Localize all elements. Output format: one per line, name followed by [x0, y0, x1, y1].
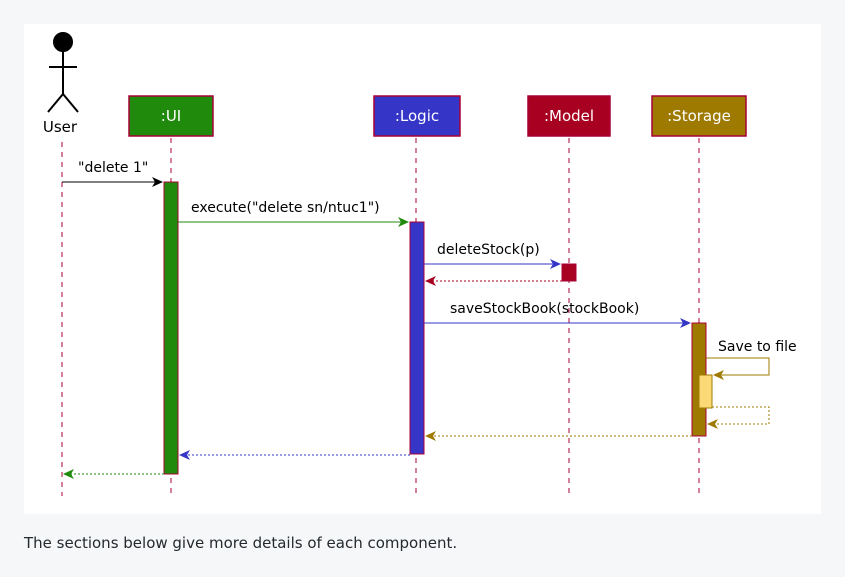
message-execute: execute("delete sn/ntuc1") — [178, 200, 409, 227]
message-save-to-file-label: Save to file — [718, 339, 797, 355]
participant-storage: :Storage — [651, 95, 747, 137]
message-ui-return — [63, 469, 164, 479]
message-delete-command-label: "delete 1" — [78, 160, 148, 176]
logic-activation-bar — [409, 221, 425, 455]
message-delete-command: "delete 1" — [62, 160, 163, 187]
message-model-return — [425, 276, 562, 286]
ui-activation-bar — [163, 181, 179, 475]
participant-logic-label: :Logic — [395, 107, 439, 125]
message-delete-stock-label: deleteStock(p) — [437, 242, 540, 258]
user-actor-label: User — [43, 118, 78, 136]
participant-logic: :Logic — [373, 95, 461, 137]
message-save-stock-book: saveStockBook(stockBook) — [424, 301, 691, 328]
diagram-caption: The sections below give more details of … — [24, 534, 458, 552]
message-logic-return — [179, 450, 410, 460]
storage-nested-activation-bar — [698, 374, 713, 409]
message-execute-label: execute("delete sn/ntuc1") — [191, 200, 380, 216]
user-actor-icon — [47, 32, 79, 113]
message-save-stock-book-label: saveStockBook(stockBook) — [450, 301, 639, 317]
message-save-to-file-return — [707, 406, 770, 429]
message-delete-stock: deleteStock(p) — [424, 242, 561, 269]
sequence-diagram: User :UI :Logic :Model :Storage "delete … — [24, 24, 821, 514]
participant-ui: :UI — [128, 95, 214, 137]
message-storage-return — [425, 431, 692, 441]
participant-ui-label: :UI — [161, 107, 181, 125]
message-save-to-file: Save to file — [706, 339, 797, 380]
model-activation-bar — [561, 263, 577, 282]
sequence-diagram-canvas: User :UI :Logic :Model :Storage "delete … — [43, 32, 797, 496]
participant-model: :Model — [527, 95, 611, 137]
participant-model-label: :Model — [544, 107, 594, 125]
participant-storage-label: :Storage — [667, 107, 731, 125]
